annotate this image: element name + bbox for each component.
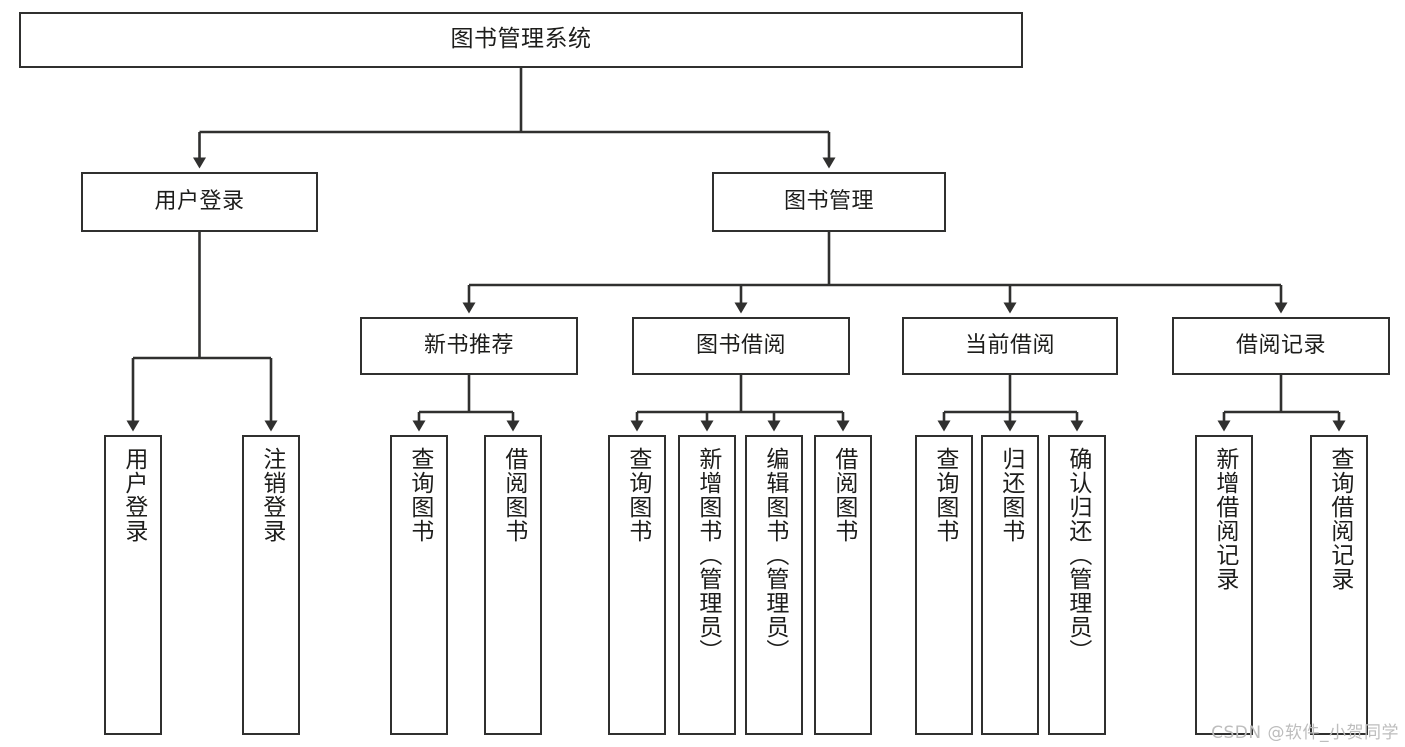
node-label: 新增借阅记录 (1211, 447, 1238, 591)
node-label: 图书借阅 (695, 333, 786, 359)
node-leaf-13[interactable]: 查询借阅记录 (1310, 435, 1368, 735)
node-leaf-7[interactable]: 编辑图书（管理员） (745, 435, 803, 735)
node-leaf-10[interactable]: 归还图书 (981, 435, 1039, 735)
node-label: 注销登录 (258, 447, 285, 543)
node-label: 用户登录 (120, 447, 147, 543)
node-newbooks[interactable]: 新书推荐 (360, 317, 578, 375)
node-label: 借阅记录 (1235, 333, 1326, 359)
node-leaf-8[interactable]: 借阅图书 (814, 435, 872, 735)
node-leaf-6[interactable]: 新增图书（管理员） (678, 435, 736, 735)
node-label: 查询借阅记录 (1326, 447, 1353, 591)
node-root[interactable]: 图书管理系统 (19, 12, 1023, 68)
node-label: 确认归还（管理员） (1064, 447, 1091, 663)
node-records[interactable]: 借阅记录 (1172, 317, 1390, 375)
node-leaf-4[interactable]: 借阅图书 (484, 435, 542, 735)
node-label: 查询图书 (931, 447, 958, 543)
watermark-label: CSDN @软件_小贺同学 (1211, 723, 1399, 743)
node-label: 当前借阅 (964, 333, 1055, 359)
node-borrow[interactable]: 图书借阅 (632, 317, 850, 375)
node-leaf-12[interactable]: 新增借阅记录 (1195, 435, 1253, 735)
node-label: 用户登录 (154, 189, 245, 215)
node-label: 编辑图书（管理员） (761, 447, 788, 663)
node-label: 查询图书 (406, 447, 433, 543)
node-label: 新书推荐 (423, 333, 514, 359)
node-leaf-9[interactable]: 查询图书 (915, 435, 973, 735)
node-label: 图书管理 (783, 189, 874, 215)
node-leaf-11[interactable]: 确认归还（管理员） (1048, 435, 1106, 735)
node-label: 归还图书 (997, 447, 1024, 543)
node-leaf-1[interactable]: 用户登录 (104, 435, 162, 735)
node-leaf-3[interactable]: 查询图书 (390, 435, 448, 735)
node-leaf-2[interactable]: 注销登录 (242, 435, 300, 735)
node-current[interactable]: 当前借阅 (902, 317, 1118, 375)
node-label: 新增图书（管理员） (694, 447, 721, 663)
node-bookmgmt[interactable]: 图书管理 (712, 172, 946, 232)
node-label: 图书管理系统 (450, 26, 592, 53)
node-leaf-5[interactable]: 查询图书 (608, 435, 666, 735)
node-label: 借阅图书 (500, 447, 527, 543)
node-label: 查询图书 (624, 447, 651, 543)
node-login[interactable]: 用户登录 (81, 172, 318, 232)
node-label: 借阅图书 (830, 447, 857, 543)
